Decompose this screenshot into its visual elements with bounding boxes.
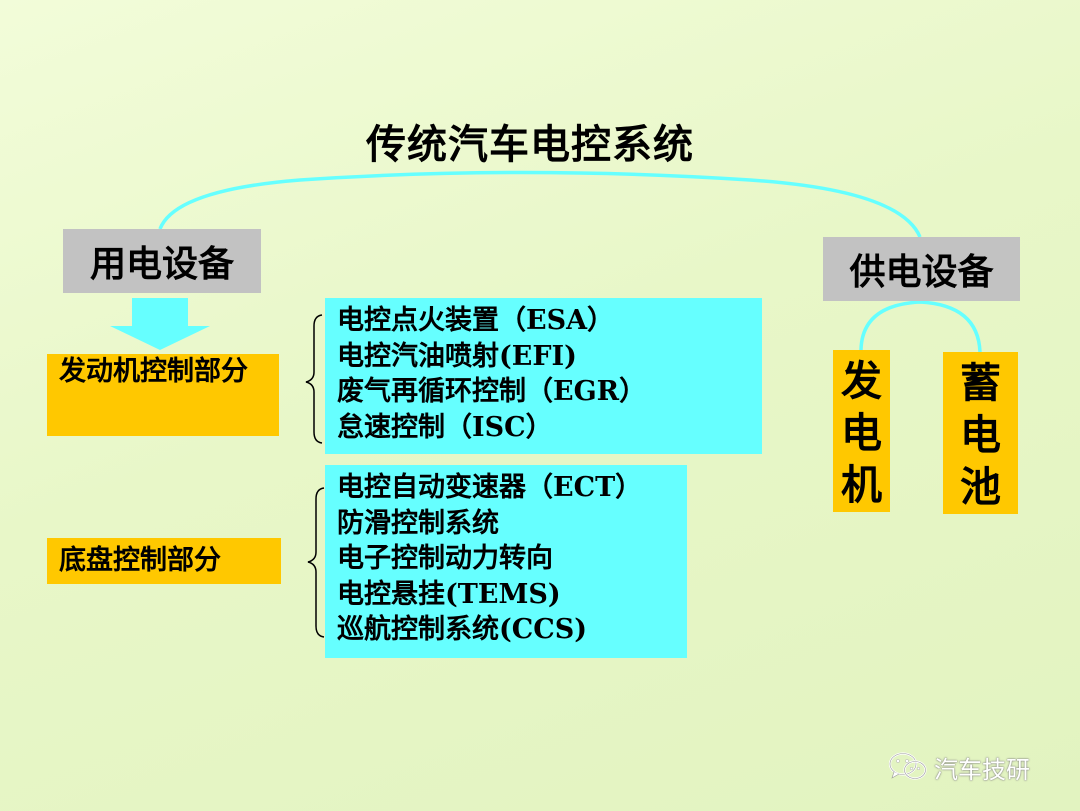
supply-devices-box: 供电设备 (823, 237, 1020, 301)
battery-char: 蓄 (960, 359, 1001, 407)
engine-item: 怠速控制（ISC） (337, 411, 553, 443)
engine-control-box: 发动机控制部分 (47, 354, 279, 436)
engine-control-list: 电控点火装置（ESA） 电控汽油喷射(EFI) 废气再循环控制（EGR） 怠速控… (325, 298, 762, 454)
chassis-item: 电控悬挂(TEMS) (337, 578, 561, 610)
chassis-brace (307, 487, 325, 638)
watermark-text: 汽车技研 (934, 755, 1030, 784)
chassis-item: 电控自动变速器（ECT） (337, 472, 643, 503)
generator-char: 电 (841, 409, 882, 457)
diagram-title: 传统汽车电控系统 (366, 121, 694, 168)
engine-item: 电控点火装置（ESA） (337, 305, 615, 336)
engine-brace (305, 314, 323, 444)
wechat-icon (888, 752, 927, 780)
generator-box: 发 电 机 (833, 350, 890, 512)
supplier-arc-connector (859, 300, 982, 353)
generator-char: 发 (841, 357, 882, 405)
chassis-item: 防滑控制系统 (337, 507, 499, 539)
watermark: 汽车技研 (888, 750, 1058, 784)
engine-item: 电控汽油喷射(EFI) (337, 340, 577, 372)
chassis-control-list: 电控自动变速器（ECT） 防滑控制系统 电子控制动力转向 电控悬挂(TEMS) … (325, 465, 687, 658)
battery-char: 电 (960, 411, 1001, 459)
engine-item: 废气再循环控制（EGR） (337, 376, 647, 407)
battery-box: 蓄 电 池 (943, 352, 1018, 514)
down-arrow-icon (110, 298, 210, 350)
generator-char: 机 (841, 461, 882, 509)
chassis-item: 巡航控制系统(CCS) (337, 614, 588, 645)
chassis-item: 电子控制动力转向 (337, 543, 553, 574)
consumer-devices-box: 用电设备 (63, 229, 261, 293)
top-arc-connector (158, 170, 922, 238)
battery-char: 池 (960, 463, 1001, 511)
chassis-control-box: 底盘控制部分 (47, 538, 281, 584)
